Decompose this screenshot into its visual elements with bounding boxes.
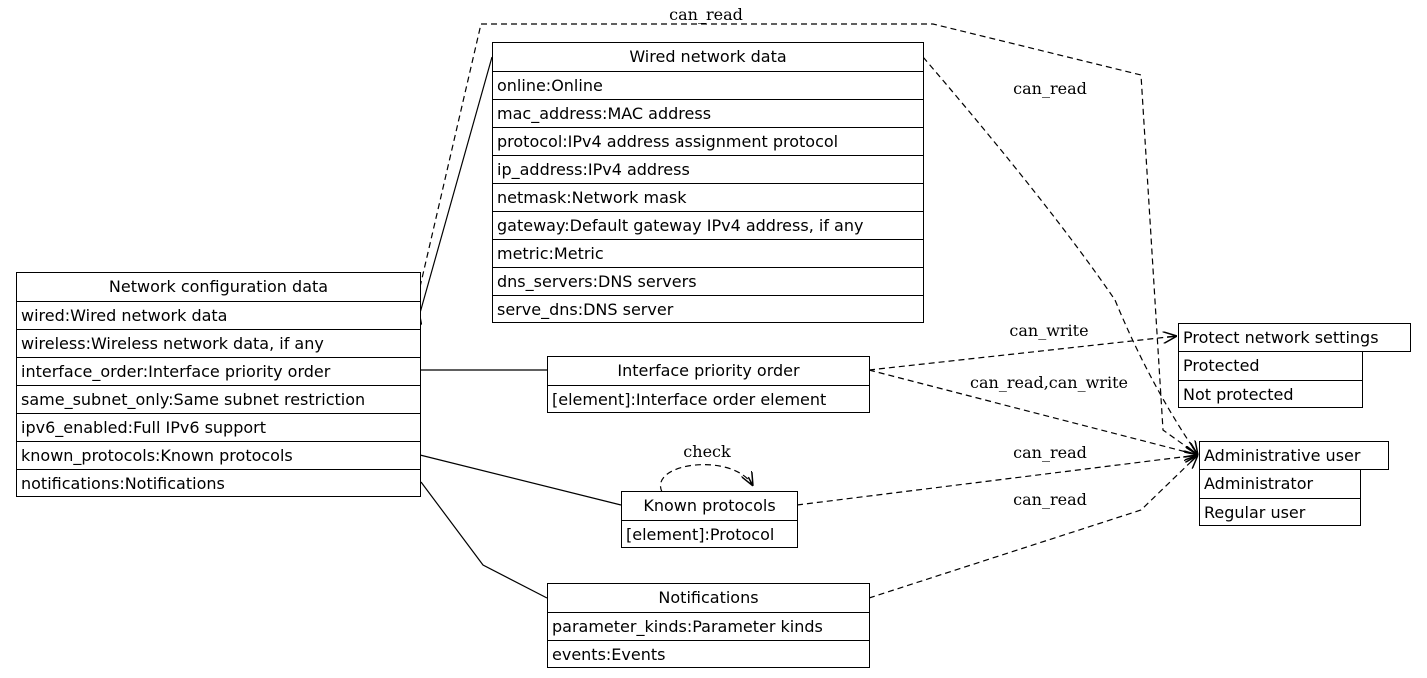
field-known-protocols: known_protocols:Known protocols <box>17 441 420 469</box>
field-ipv6-enabled: ipv6_enabled:Full IPv6 support <box>17 413 420 441</box>
node-interface-order: Interface priority order [element]:Inter… <box>547 356 870 413</box>
enum-value-administrator: Administrator <box>1204 474 1314 493</box>
node-protect-network-settings-values: Protected Not protected <box>1178 351 1363 408</box>
node-title: Administrative user <box>1204 446 1361 465</box>
node-administrative-user-values: Administrator Regular user <box>1199 469 1361 526</box>
edge-protocols-check <box>659 464 753 493</box>
edge-protocols-can-read <box>796 455 1198 506</box>
field-dns-servers: dns_servers:DNS servers <box>493 267 923 295</box>
field-ip-address: ip_address:IPv4 address <box>493 155 923 183</box>
edge-wired-can-read <box>922 56 1198 455</box>
enum-value-protected: Protected <box>1183 356 1260 375</box>
node-title: Notifications <box>658 588 759 607</box>
field-serve-dns: serve_dns:DNS server <box>493 295 923 323</box>
node-wired-network: Wired network data online:Online mac_add… <box>492 42 924 323</box>
node-known-protocols: Known protocols [element]:Protocol <box>621 491 798 548</box>
field-metric: metric:Metric <box>493 239 923 267</box>
field-same-subnet-only: same_subnet_only:Same subnet restriction <box>17 385 420 413</box>
label-order-can-read-write: can_read,can_write <box>970 373 1128 392</box>
edge-config-can-read <box>419 23 1198 455</box>
edge-composition-known-protocols <box>400 447 622 506</box>
field-element: [element]:Interface order element <box>548 385 869 413</box>
node-notifications: Notifications parameter_kinds:Parameter … <box>547 583 870 668</box>
node-title: Wired network data <box>629 47 787 66</box>
node-title: Known protocols <box>643 496 776 515</box>
enum-value-regular-user: Regular user <box>1200 498 1360 526</box>
node-title: Network configuration data <box>108 277 329 296</box>
label-protocols-can-read: can_read <box>1013 443 1087 462</box>
field-online: online:Online <box>493 71 923 99</box>
node-administrative-user: Administrative user <box>1199 441 1389 470</box>
edge-composition-wired <box>412 56 493 333</box>
field-notifications: notifications:Notifications <box>17 469 420 497</box>
field-wireless: wireless:Wireless network data, if any <box>17 329 420 357</box>
node-protect-network-settings: Protect network settings <box>1178 323 1411 352</box>
field-wired: wired:Wired network data <box>17 301 420 329</box>
node-network-config: Network configuration data wired:Wired n… <box>16 272 421 497</box>
field-events: events:Events <box>548 640 869 668</box>
field-parameter-kinds: parameter_kinds:Parameter kinds <box>548 612 869 640</box>
label-wired-can-read: can_read <box>1013 79 1087 98</box>
node-title: Interface priority order <box>617 361 800 380</box>
field-mac-address: mac_address:MAC address <box>493 99 923 127</box>
edge-order-can-write <box>868 336 1177 371</box>
enum-value-not-protected: Not protected <box>1179 380 1362 408</box>
label-protocols-check: check <box>683 442 731 461</box>
node-title: Protect network settings <box>1183 328 1379 347</box>
edge-notifications-can-read <box>868 455 1198 599</box>
field-interface-order: interface_order:Interface priority order <box>17 357 420 385</box>
field-element: [element]:Protocol <box>622 520 797 548</box>
edge-order-can-read-write <box>868 369 1198 455</box>
label-config-can-read: can_read <box>669 5 743 24</box>
label-order-can-write: can_write <box>1009 321 1088 340</box>
field-gateway: gateway:Default gateway IPv4 address, if… <box>493 211 923 239</box>
field-netmask: netmask:Network mask <box>493 183 923 211</box>
label-notifications-can-read: can_read <box>1013 490 1087 509</box>
field-protocol: protocol:IPv4 address assignment protoco… <box>493 127 923 155</box>
edge-composition-notifications <box>409 465 548 599</box>
